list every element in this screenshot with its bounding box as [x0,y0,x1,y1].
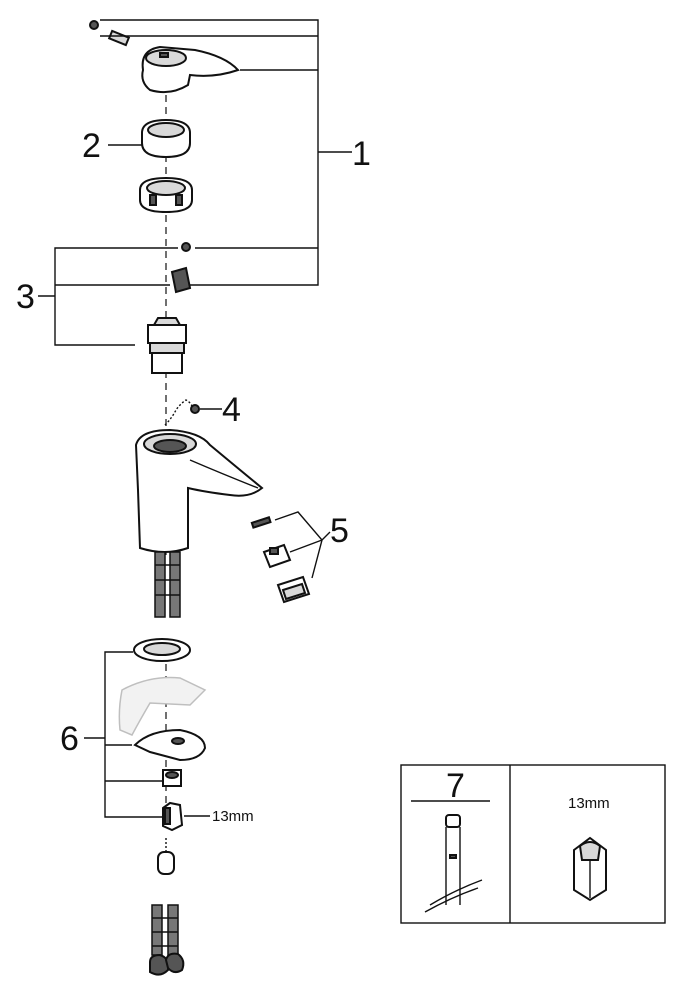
flex-hoses [154,551,181,618]
supply-hoses [149,904,185,976]
callout-1: 1 [352,135,371,173]
part-group-2: 2 [82,118,191,165]
aerator-housing [276,575,311,604]
callout-6: 6 [60,720,79,758]
wrench-tool [424,814,483,913]
faucet-body [134,428,264,553]
tool-hex-nut [573,836,607,902]
threaded-stud [157,838,175,875]
lever-handle [141,45,240,94]
aerator-seal [250,516,272,529]
tool-nut-size-label: 13mm [568,795,610,812]
tool-box-frame [400,764,666,924]
horseshoe-washer [133,728,207,762]
part-group-1: 1 [89,19,371,286]
part-group-5: 5 [250,511,349,604]
hex-nut-13mm [162,801,184,832]
pop-up-chain [164,399,193,426]
callout-6-leader [84,651,162,818]
part-group-4: 4 [164,391,241,429]
callout-3: 3 [16,278,35,316]
retaining-nut [139,176,193,214]
cartridge-stem-adapter [170,266,192,294]
part-group-7-tool-box: 7 13mm [400,764,666,924]
nut [162,769,182,787]
chain-screw [190,404,200,414]
callout-3-leader [38,247,178,346]
callout-2: 2 [82,127,101,165]
part-group-6: 6 13mm [60,638,254,832]
mounting-gasket [133,638,191,662]
callout-7: 7 [446,767,465,805]
part-group-3: 3 [16,242,192,374]
nut-size-label: 13mm [212,808,254,825]
callout-5: 5 [330,512,349,550]
anti-rotation-plate-ghost [118,676,207,736]
aerator-insert [262,543,292,569]
callout-1-leader [100,19,352,286]
handle-set-screw [89,20,99,30]
cover-ring [141,118,191,159]
cartridge-screw [181,242,191,252]
callout-4: 4 [222,391,241,429]
callout-5-leader [274,511,331,579]
handle-screw [107,29,131,47]
cartridge [147,317,187,374]
